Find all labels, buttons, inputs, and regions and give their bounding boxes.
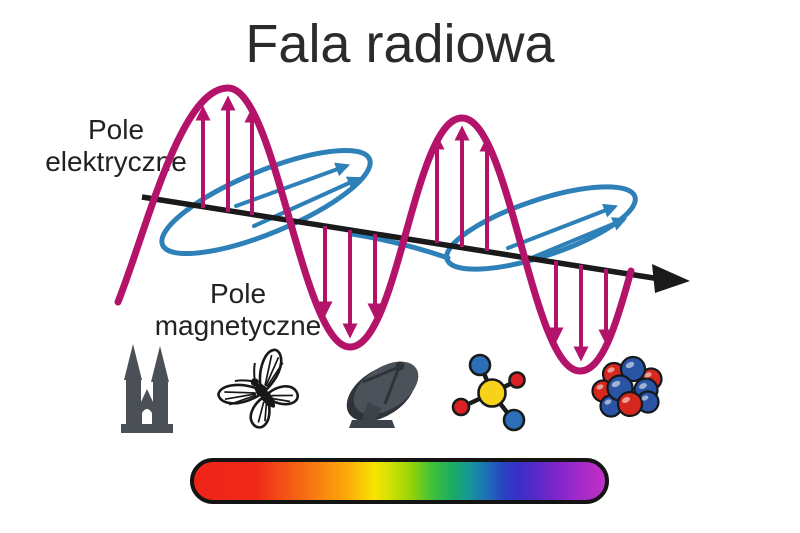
- electric-field-wave: [114, 84, 635, 375]
- cathedral-icon: [121, 344, 173, 433]
- electric-wave-curve: [114, 84, 635, 375]
- magnetic-field-wave: [159, 147, 638, 272]
- electric-field-label-line1: Pole: [87, 114, 145, 145]
- butterfly-icon: [217, 348, 299, 429]
- magnetic-field-label: Pole magnetyczne: [147, 278, 329, 342]
- axis-arrowhead-icon: [652, 264, 690, 293]
- magnetic-lobe-1: [159, 147, 373, 257]
- molecule-icon: [451, 353, 526, 432]
- electric-field-arrows: [195, 95, 614, 362]
- magnetic-field-label-line1: Pole: [209, 278, 267, 309]
- atomic-nucleus-icon: [591, 355, 663, 418]
- magnetic-lobe-2: [444, 184, 638, 272]
- page-title: Fala radiowa: [245, 14, 555, 74]
- visible-spectrum-bar: [190, 458, 609, 504]
- satellite-dish-icon: [346, 361, 419, 428]
- magnetic-field-label-line2: magnetyczne: [154, 310, 322, 341]
